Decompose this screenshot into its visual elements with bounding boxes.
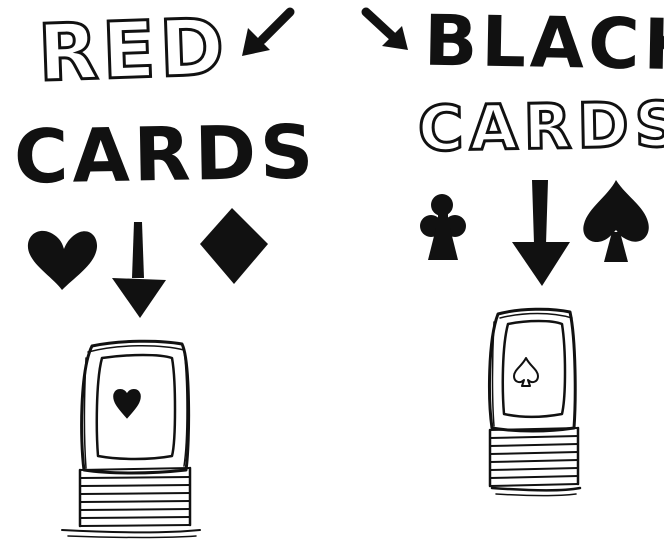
spade-icon [583, 180, 649, 262]
arrow-down-right-icon [361, 7, 408, 50]
club-icon [420, 194, 466, 260]
black-card-deck [488, 307, 582, 497]
arrow-down-icon [112, 222, 166, 318]
arrow-down-left-icon [242, 7, 295, 56]
diamond-icon [200, 208, 268, 284]
heart-icon [27, 230, 98, 290]
red-card-deck [61, 339, 201, 539]
arrow-down-icon [512, 180, 570, 286]
